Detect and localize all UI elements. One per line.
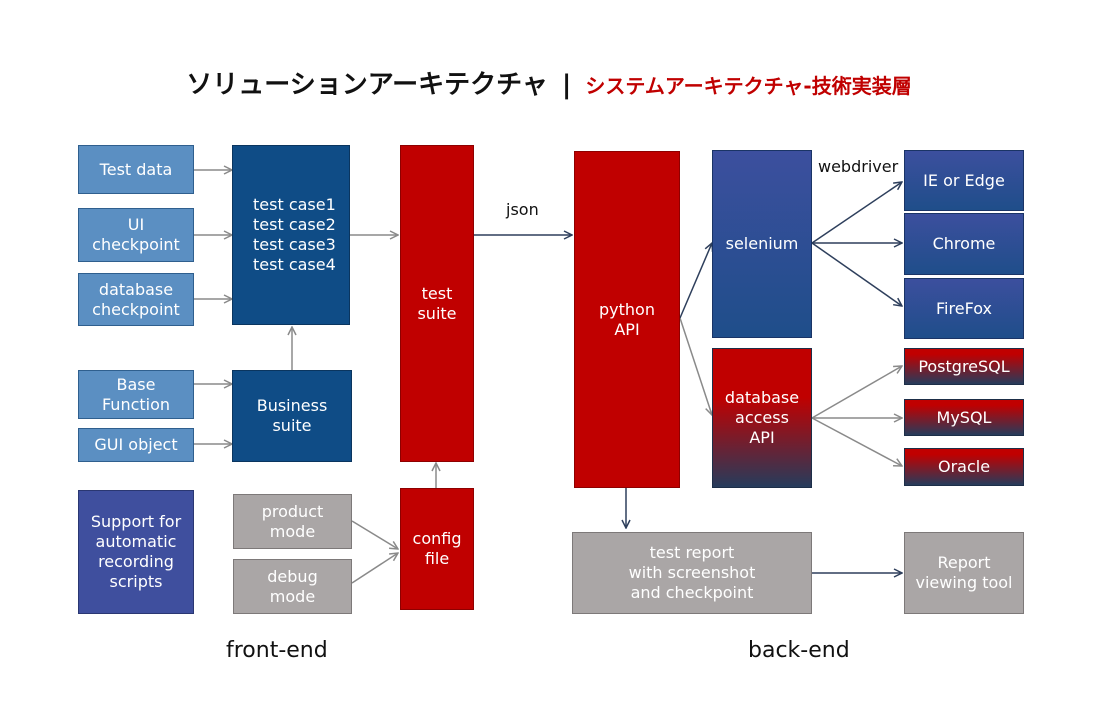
arrow-python-dbaccess: [679, 317, 712, 415]
test-cases-box: test case1 test case2 test case3 test ca…: [232, 145, 350, 325]
gui-object-box: GUI object: [78, 428, 194, 462]
product-mode-box: product mode: [233, 494, 352, 549]
test-data-box: Test data: [78, 145, 194, 194]
chrome-box: Chrome: [904, 213, 1024, 275]
title-main: ソリューションアーキテクチャ: [186, 70, 548, 100]
arrow-python-selenium: [679, 243, 712, 319]
title-separator: |: [561, 70, 572, 100]
debug-mode-box: debug mode: [233, 559, 352, 614]
arrow-dbaccess-postgresql: [811, 366, 902, 419]
business-suite-box: Business suite: [232, 370, 352, 462]
firefox-box: FireFox: [904, 278, 1024, 339]
test-report-box: test report with screenshot and checkpoi…: [572, 532, 812, 614]
back-end-label: back-end: [748, 638, 850, 663]
arrow-selenium-firefox: [811, 242, 902, 306]
ie-or-edge-box: IE or Edge: [904, 150, 1024, 211]
test-suite-box: test suite: [400, 145, 474, 462]
mysql-box: MySQL: [904, 399, 1024, 436]
database-checkpoint-box: database checkpoint: [78, 273, 194, 326]
database-access-api-box: database access API: [712, 348, 812, 488]
arrow-product-config: [351, 520, 398, 549]
diagram-title: ソリューションアーキテクチャ | システムアーキテクチャ-技術実装層: [0, 64, 1098, 101]
arrow-selenium-ie: [811, 182, 902, 244]
oracle-box: Oracle: [904, 448, 1024, 486]
base-function-box: Base Function: [78, 370, 194, 419]
front-end-label: front-end: [226, 638, 328, 663]
title-sub: システムアーキテクチャ-技術実装層: [585, 74, 912, 98]
python-api-box: python API: [574, 151, 680, 488]
postgresql-box: PostgreSQL: [904, 348, 1024, 385]
json-label: json: [506, 200, 539, 219]
ui-checkpoint-box: UI checkpoint: [78, 208, 194, 262]
arrow-dbaccess-oracle: [811, 417, 902, 466]
support-recording-box: Support for automatic recording scripts: [78, 490, 194, 614]
config-file-box: config file: [400, 488, 474, 610]
webdriver-label: webdriver: [818, 157, 899, 176]
report-viewing-tool-box: Report viewing tool: [904, 532, 1024, 614]
arrow-debug-config: [351, 553, 398, 584]
selenium-box: selenium: [712, 150, 812, 338]
